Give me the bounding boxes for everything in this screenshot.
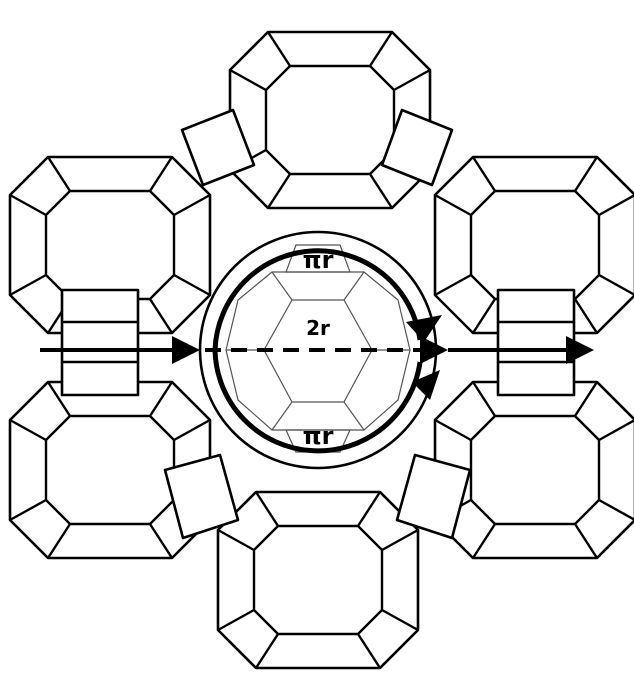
label-arc-top: πr (303, 246, 334, 274)
right-arrowhead (566, 336, 594, 364)
left-arrowhead (172, 336, 200, 364)
label-diameter: 2r (306, 316, 330, 340)
cage-bottom (218, 492, 418, 668)
label-arc-bottom: πr (303, 422, 334, 450)
